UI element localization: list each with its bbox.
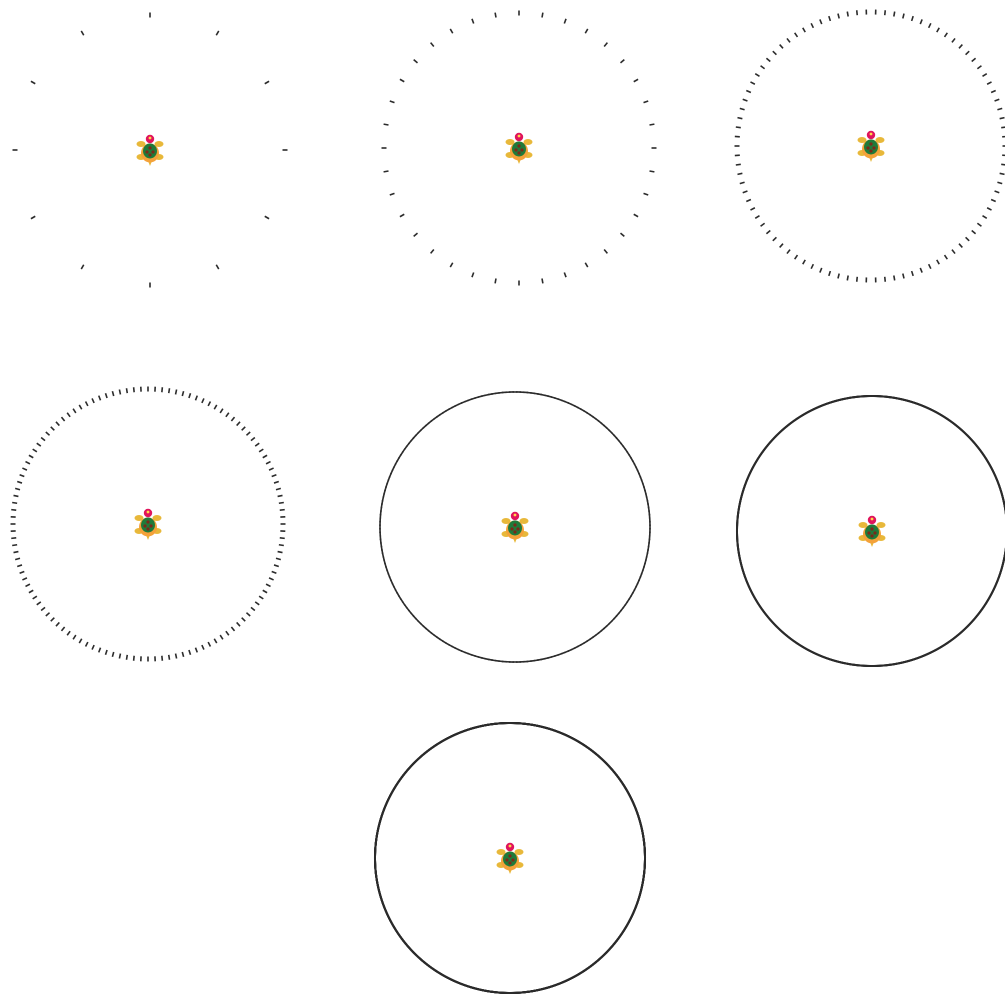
circle-tick xyxy=(495,13,496,18)
circle-tick xyxy=(885,277,886,282)
circle-tick xyxy=(176,654,177,659)
circle-tick xyxy=(857,277,858,282)
circle-tick xyxy=(736,127,741,128)
turtle-shell-spot xyxy=(146,527,149,530)
circle-tick xyxy=(857,10,858,15)
turtle-shell-spot xyxy=(873,531,876,534)
circle-tick xyxy=(126,388,127,393)
circle-tick xyxy=(1001,127,1005,128)
turtle-head-dot xyxy=(509,845,512,848)
turtle-head-dot xyxy=(149,137,152,140)
turtle-shell-spot xyxy=(869,142,872,145)
turtle-shell-spot xyxy=(867,531,870,534)
turtle-shell-spot xyxy=(870,534,873,537)
turtle-head-dot xyxy=(871,518,874,521)
turtle-shell-spot xyxy=(151,150,154,153)
turtle-shell-spot xyxy=(513,523,516,526)
circle-tick xyxy=(384,171,389,172)
circle-tick xyxy=(1000,118,1005,119)
circle-tick xyxy=(1001,164,1005,165)
circle-tick xyxy=(1000,173,1005,174)
turtle-shell-spot xyxy=(148,146,151,149)
turtle-shell-spot xyxy=(511,858,514,861)
turtle-head-dot xyxy=(514,514,517,517)
circle-tick xyxy=(649,171,654,172)
circle-tick xyxy=(542,278,543,283)
turtle-shell-spot xyxy=(148,153,151,156)
circle-tick xyxy=(119,390,120,395)
turtle-shell-spot xyxy=(872,146,875,149)
turtle-shell-spot xyxy=(870,527,873,530)
turtle-shell-spot xyxy=(517,151,520,154)
circle-tick xyxy=(495,278,496,283)
turtle-shell-spot xyxy=(520,148,523,151)
turtle-shell-spot xyxy=(513,530,516,533)
circle-tick xyxy=(737,173,742,174)
turtle-shell-spot xyxy=(508,861,511,864)
turtle-shell-spot xyxy=(510,527,513,530)
circle-tick xyxy=(894,12,895,17)
turtle-shell-spot xyxy=(869,149,872,152)
circle-tick xyxy=(134,387,135,392)
circle-tick xyxy=(847,276,848,281)
circle-tick xyxy=(119,654,120,659)
turtle-shell-spot xyxy=(866,146,869,149)
circle-tick xyxy=(14,552,19,553)
circle-tick xyxy=(12,545,17,546)
circle-tick xyxy=(280,538,285,539)
circle-tick xyxy=(737,118,742,119)
circle-tick xyxy=(894,276,895,281)
circle-tick xyxy=(847,12,848,17)
turtle-shell-spot xyxy=(149,524,152,527)
circle-tick xyxy=(176,390,177,395)
circle-tick xyxy=(649,124,654,125)
circle-tick xyxy=(169,388,170,393)
circle-tick xyxy=(736,164,741,165)
circle-tick xyxy=(542,13,543,18)
turtle-shell-spot xyxy=(516,527,519,530)
circle-tick xyxy=(384,124,389,125)
turtle-shell-spot xyxy=(505,858,508,861)
circle-tick xyxy=(278,552,283,553)
turtle-head-dot xyxy=(147,511,150,514)
circle-tick xyxy=(280,510,285,511)
circle-tick xyxy=(14,495,19,496)
turtle-head-dot xyxy=(518,135,521,138)
turtle-shell-spot xyxy=(143,524,146,527)
circle-tick xyxy=(12,502,17,503)
circle-tick xyxy=(126,655,127,660)
turtle-head-dot xyxy=(870,133,873,136)
circle-tick xyxy=(279,502,284,503)
circle-tick xyxy=(11,538,16,539)
circle-tick xyxy=(278,495,283,496)
circle-tick xyxy=(134,656,135,661)
turtle-shell-spot xyxy=(145,150,148,153)
circle-tick xyxy=(885,10,886,15)
circle-tick xyxy=(162,656,163,661)
turtle-shell-spot xyxy=(517,144,520,147)
circle-tick xyxy=(11,510,16,511)
circle-tick xyxy=(169,655,170,660)
turtle-shell-spot xyxy=(508,854,511,857)
turtle-shell-spot xyxy=(146,520,149,523)
circle-tick xyxy=(279,545,284,546)
circle-tick xyxy=(162,387,163,392)
turtle-shell-spot xyxy=(514,148,517,151)
